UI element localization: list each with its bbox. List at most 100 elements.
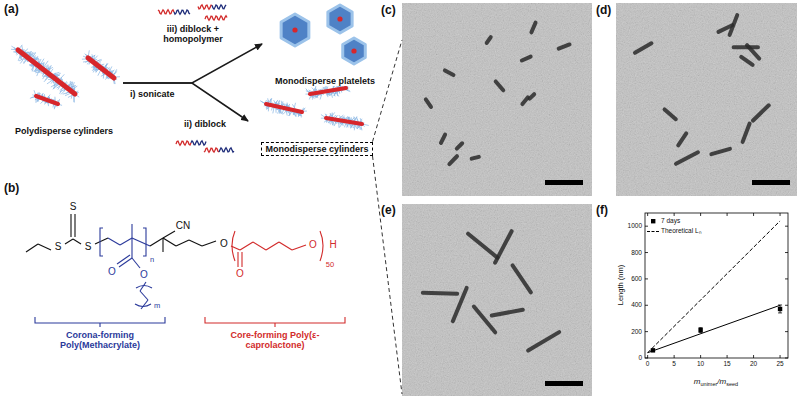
chemical-structure <box>136 286 152 289</box>
tem-image <box>402 204 592 396</box>
tem-image <box>510 263 534 295</box>
chemical-structure <box>131 224 132 238</box>
polymer-chain <box>204 148 234 152</box>
platelet <box>281 14 309 46</box>
chart <box>645 213 788 358</box>
theory-line <box>648 221 780 353</box>
micelle-cylinder <box>260 98 307 117</box>
chemical-structure <box>117 255 130 264</box>
tem-image <box>616 3 797 196</box>
atom-label: O <box>309 239 317 251</box>
tem-image <box>402 204 592 396</box>
chemical-structure <box>38 244 51 250</box>
chemical-structure <box>202 241 216 246</box>
micelle-cylinder <box>88 58 114 78</box>
tick-label: 5 <box>672 360 676 367</box>
platelet <box>343 38 366 64</box>
chemical-structure <box>241 252 242 267</box>
tem-image <box>520 95 531 107</box>
panel-letter: (d) <box>596 4 611 18</box>
platelet <box>292 27 297 32</box>
chemical-structure <box>65 239 73 244</box>
reaction-arrow <box>123 83 248 121</box>
tick-label: 0 <box>646 360 650 367</box>
tem-image <box>469 154 481 161</box>
micelle-cylinder <box>321 112 369 130</box>
tick-label: 10 <box>697 360 704 367</box>
micelle-cylinder <box>326 118 362 124</box>
chemical-structure <box>205 317 345 327</box>
platelet <box>281 14 309 46</box>
polymer-chain <box>219 148 234 152</box>
sample-stage: Polydisperse cylinders <box>5 30 123 136</box>
platelet <box>351 48 356 53</box>
polymer-chain <box>198 5 212 9</box>
tem-image <box>484 34 494 45</box>
polymer-chain <box>176 141 191 145</box>
chemical-structure <box>135 304 151 307</box>
atom-label: O <box>140 269 148 281</box>
fit-line <box>648 305 780 352</box>
step-label: i) sonicate <box>130 89 175 99</box>
scale-bar <box>752 180 790 185</box>
atom-label: O <box>236 268 244 280</box>
chemical-structure <box>292 245 306 250</box>
platelet <box>337 16 342 21</box>
chemical-structure <box>108 238 120 245</box>
stage-label: Monodisperse platelets <box>275 76 375 86</box>
tem-image <box>471 304 498 335</box>
tick-label: 400 <box>631 302 642 309</box>
polymer-chain <box>205 16 227 20</box>
polymer-chain <box>191 141 206 145</box>
tick-label: 1000 <box>628 222 642 229</box>
chemical-structure <box>162 238 163 252</box>
step-label: iii) diblock + homopolymer <box>148 24 238 45</box>
tem-image <box>438 132 447 146</box>
step-label: ii) diblock <box>174 119 236 129</box>
tem-image <box>421 291 459 296</box>
chart <box>647 213 648 358</box>
tick-label: 15 <box>723 360 730 367</box>
chemical-structure <box>132 258 140 268</box>
tem-image <box>738 54 755 68</box>
repeat-index: 50 <box>326 261 334 270</box>
chart <box>674 213 675 358</box>
platelet <box>328 5 352 33</box>
tem-image <box>525 329 562 353</box>
tem-image <box>465 231 500 261</box>
axis-title: munimer/mseed <box>694 370 738 388</box>
panel-letter: (f) <box>596 204 608 218</box>
tick-label: 0 <box>638 354 642 361</box>
micelle-cylinder <box>18 50 75 94</box>
chemical-structure <box>100 228 103 256</box>
chart <box>780 213 781 358</box>
chemical-structure <box>163 238 176 246</box>
chemical-structure <box>266 242 279 250</box>
chart <box>778 305 782 313</box>
chemical-structure <box>141 300 148 309</box>
chemical-structure <box>253 242 266 250</box>
chart <box>645 226 788 227</box>
chemical-structure <box>120 238 132 245</box>
tick-label: 800 <box>631 249 642 256</box>
chemical-structure <box>150 238 163 246</box>
atom-label: H <box>329 239 336 251</box>
legend-marker <box>651 219 655 223</box>
block-label: Corona-forming Poly(Methacrylate) <box>30 330 170 351</box>
tem-image <box>454 140 465 151</box>
tem-image <box>450 285 469 323</box>
tem-image <box>493 79 506 93</box>
panel-letter: (b) <box>4 182 19 196</box>
tem-image <box>750 102 771 123</box>
tem-image <box>744 42 762 61</box>
chemical-structure <box>163 231 175 238</box>
micelle-cylinder <box>11 45 79 103</box>
axis-title-part: unimer <box>701 381 718 387</box>
tem-image <box>616 3 797 196</box>
chemical-structure <box>232 231 235 261</box>
tem-image <box>402 3 592 196</box>
chart <box>645 358 788 359</box>
tem-image <box>632 41 654 56</box>
chemical-structure <box>74 214 75 237</box>
